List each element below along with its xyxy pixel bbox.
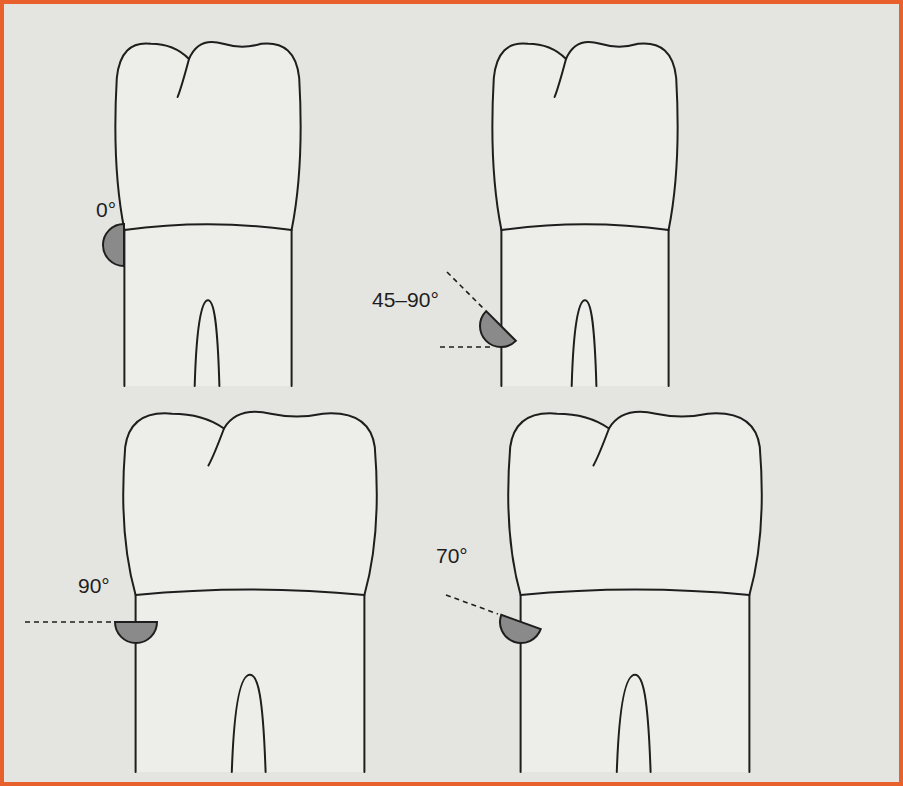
curette-blade (494, 615, 541, 649)
curette-blade (115, 622, 157, 643)
curette-blade (103, 224, 124, 266)
angle-reference-line (25, 621, 113, 623)
tooth (492, 42, 677, 386)
curette-blade (471, 311, 516, 356)
angle-reference-line (440, 346, 490, 348)
angle-label: 0° (96, 198, 116, 221)
angle-label: 70° (436, 544, 468, 567)
tooth (508, 412, 762, 772)
angle-reference-line (446, 595, 498, 614)
angle-label: 45–90° (372, 288, 439, 311)
angle-label: 90° (78, 574, 110, 597)
tooth (115, 42, 300, 386)
angle-reference-line (447, 272, 484, 309)
tooth (123, 412, 377, 772)
